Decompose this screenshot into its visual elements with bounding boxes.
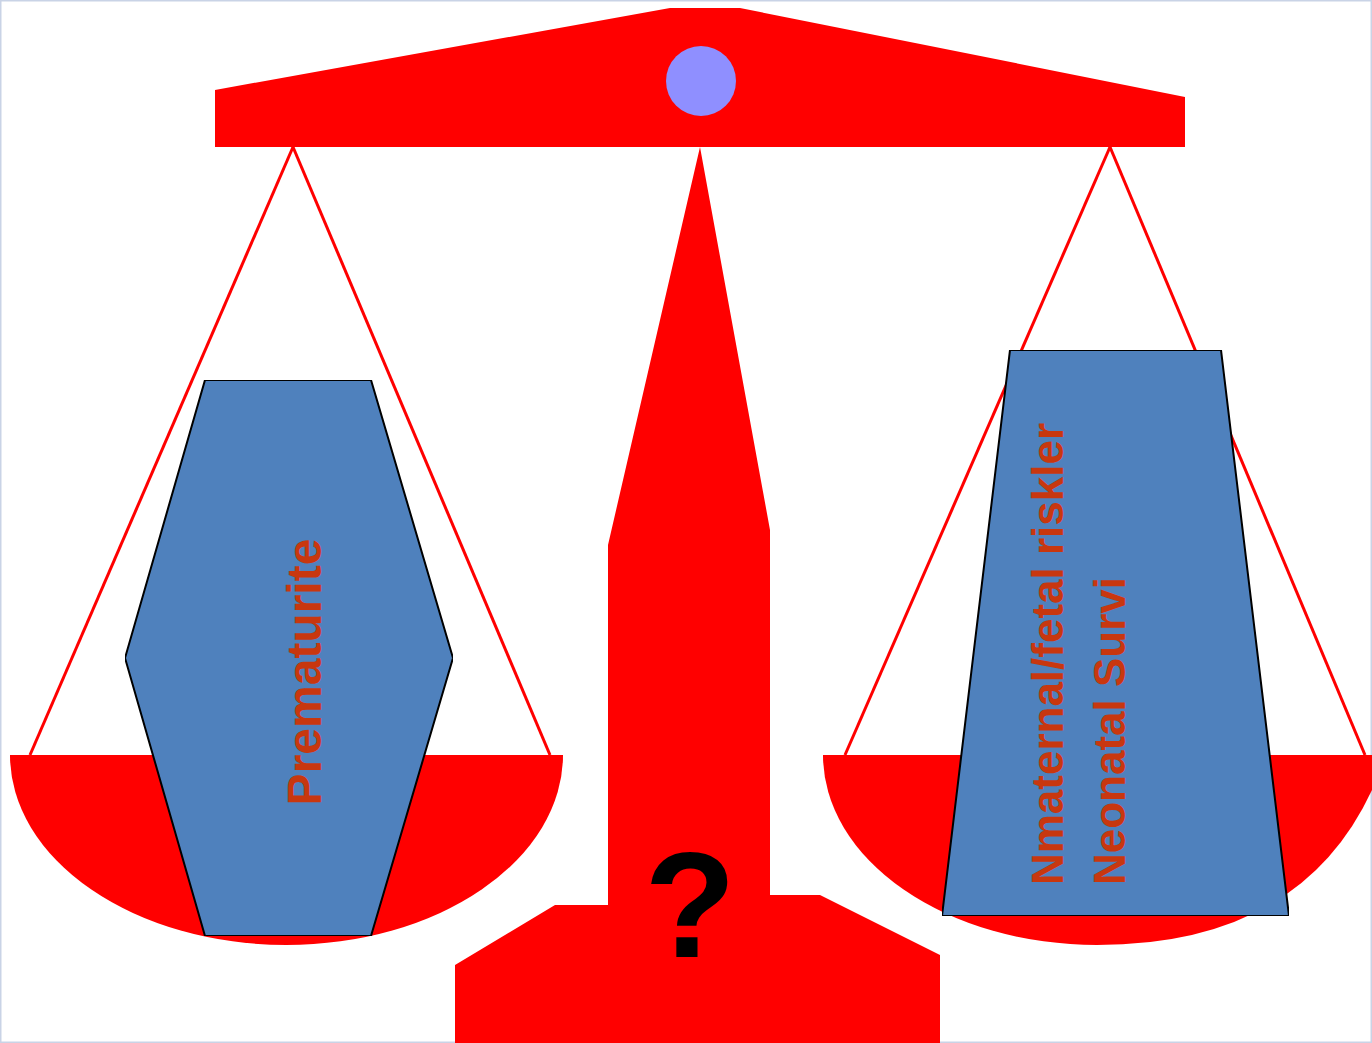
weight-label: Prematurite — [281, 539, 329, 806]
hexagon-weight: Prematurite — [125, 380, 453, 936]
trapezoid-weight: Nmaternal/fetal riskler Neonatal Survi — [942, 350, 1289, 916]
scale-beam — [215, 8, 1185, 147]
scale-post — [455, 147, 940, 1043]
pivot — [666, 46, 736, 116]
weight-label: Neonatal Survi — [1088, 577, 1132, 885]
question-mark: ? — [644, 830, 736, 980]
weight-label: Nmaternal/fetal riskler — [1026, 423, 1070, 885]
